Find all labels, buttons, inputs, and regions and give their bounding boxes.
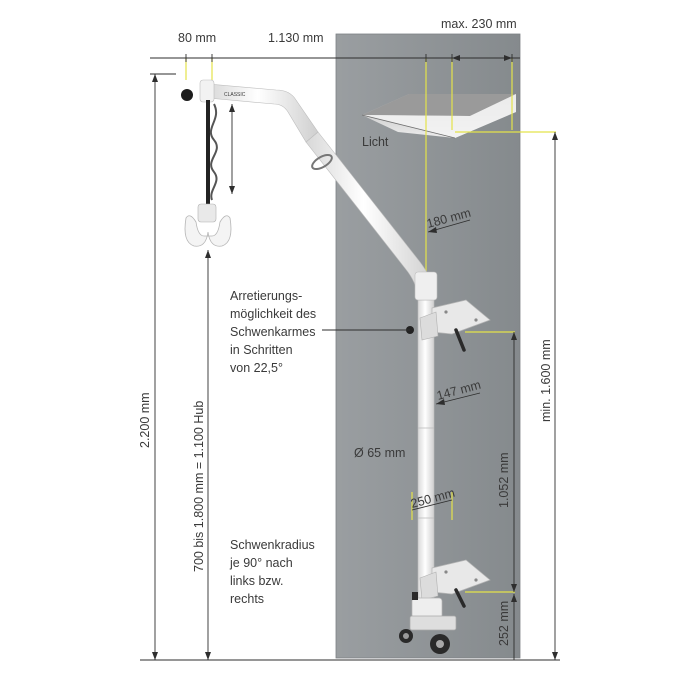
- note-arretierung-line: in Schritten: [230, 343, 293, 357]
- dim-diameter-65: Ø 65 mm: [354, 446, 405, 460]
- lifting-strap: [181, 89, 232, 247]
- lower-wall-bracket: [419, 559, 491, 608]
- pole-base: [399, 592, 457, 654]
- note-schwenkradius: Schwenkradius je 90° nach links bzw. rec…: [229, 538, 315, 606]
- note-schwenk-line: je 90° nach: [229, 556, 293, 570]
- dim-1052: 1.052 mm: [497, 452, 511, 508]
- dim-80: 80 mm: [178, 31, 216, 45]
- light-label: Licht: [362, 135, 389, 149]
- note-schwenk-line: Schwenkradius: [230, 538, 315, 552]
- dim-max-230: max. 230 mm: [441, 17, 517, 31]
- note-arretierung-line: Schwenkarmes: [230, 325, 315, 339]
- dimension-lines: [150, 54, 558, 660]
- brand-label: CLASSIC: [224, 92, 246, 98]
- dim-min-1600: min. 1.600 mm: [539, 339, 553, 422]
- dim-2200: 2.200 mm: [138, 392, 152, 448]
- ceiling-light: [361, 94, 516, 139]
- note-arretierung-line: Arretierungs-: [230, 289, 302, 303]
- dim-1130: 1.130 mm: [268, 31, 324, 45]
- note-arretierung-line: möglichkeit des: [230, 307, 316, 321]
- dim-252: 252 mm: [497, 601, 511, 646]
- note-schwenk-line: links bzw.: [230, 574, 284, 588]
- upper-wall-bracket: [406, 299, 491, 352]
- dim-hub-range: 700 bis 1.800 mm = 1.100 Hub: [192, 401, 206, 572]
- note-arretierung-line: von 22,5°: [230, 361, 283, 375]
- lift-pole: CLASSIC: [199, 79, 438, 601]
- note-schwenk-line: rechts: [230, 592, 264, 606]
- note-arretierung: Arretierungs- möglichkeit des Schwenkarm…: [230, 289, 316, 375]
